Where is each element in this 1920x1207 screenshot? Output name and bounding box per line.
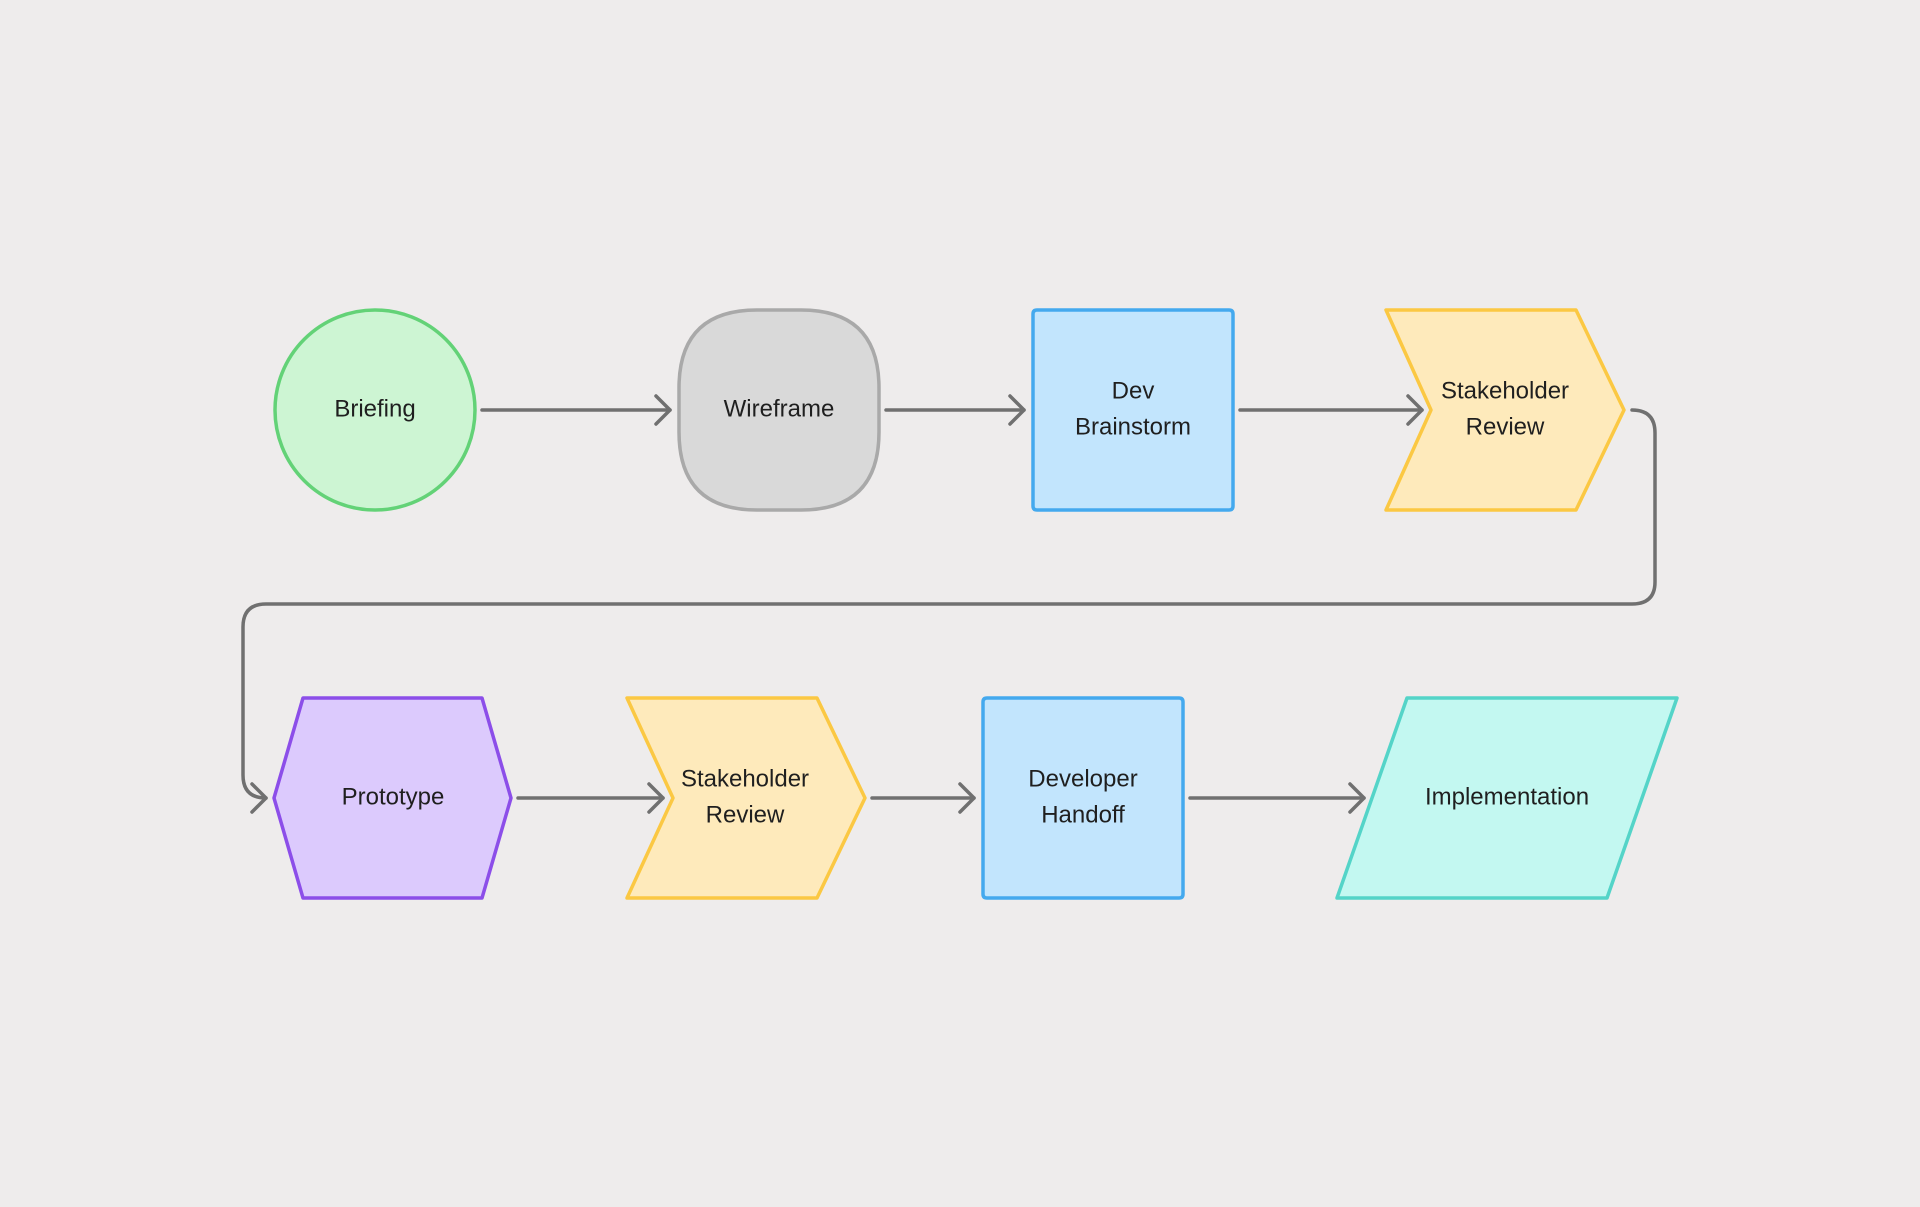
connector-dev-brainstorm-to-stakeholder-review-1[interactable] — [1238, 394, 1424, 426]
node-label-line: Briefing — [334, 395, 415, 422]
node-label-line: Stakeholder — [1441, 377, 1569, 404]
square-shape — [1031, 308, 1235, 512]
node-label-line: Dev — [1112, 377, 1155, 404]
square-shape — [981, 696, 1185, 900]
rounded-square-shape — [677, 308, 881, 512]
node-label-line: Developer — [1028, 765, 1137, 792]
connector-line — [241, 408, 1657, 800]
node-label-line: Handoff — [1041, 801, 1125, 828]
arrowhead-icon — [1348, 782, 1366, 814]
node-label-line: Review — [1466, 413, 1545, 440]
connectors-layer — [241, 394, 1657, 814]
node-briefing[interactable]: Briefing — [273, 308, 477, 512]
connector-stakeholder-review-1-to-prototype[interactable] — [241, 408, 1657, 814]
circle-shape — [273, 308, 477, 512]
arrowhead-icon — [1406, 394, 1424, 426]
node-label-line: Wireframe — [724, 395, 835, 422]
arrowhead-icon — [647, 782, 665, 814]
arrowhead-icon — [250, 782, 268, 814]
node-label-line: Implementation — [1425, 783, 1589, 810]
connector-developer-handoff-to-implementation[interactable] — [1188, 782, 1366, 814]
node-label-line: Stakeholder — [681, 765, 809, 792]
chevron-shape — [625, 696, 867, 900]
hexagon-shape — [272, 696, 513, 900]
parallelogram-shape — [1335, 696, 1679, 900]
node-wireframe[interactable]: Wireframe — [677, 308, 881, 512]
node-label-line: Review — [706, 801, 785, 828]
arrowhead-icon — [654, 394, 672, 426]
connector-wireframe-to-dev-brainstorm[interactable] — [884, 394, 1026, 426]
node-implementation[interactable]: Implementation — [1335, 696, 1679, 900]
node-prototype[interactable]: Prototype — [272, 696, 513, 900]
arrowhead-icon — [1008, 394, 1026, 426]
node-label: Prototype — [342, 783, 445, 810]
node-label: Briefing — [334, 395, 415, 422]
node-label: Wireframe — [724, 395, 835, 422]
connector-stakeholder-review-2-to-developer-handoff[interactable] — [870, 782, 976, 814]
node-label: Implementation — [1425, 783, 1589, 810]
arrowhead-icon — [958, 782, 976, 814]
node-label-line: Brainstorm — [1075, 413, 1191, 440]
connector-briefing-to-wireframe[interactable] — [480, 394, 672, 426]
chevron-shape — [1384, 308, 1626, 512]
node-label-line: Prototype — [342, 783, 445, 810]
connector-prototype-to-stakeholder-review-2[interactable] — [516, 782, 665, 814]
